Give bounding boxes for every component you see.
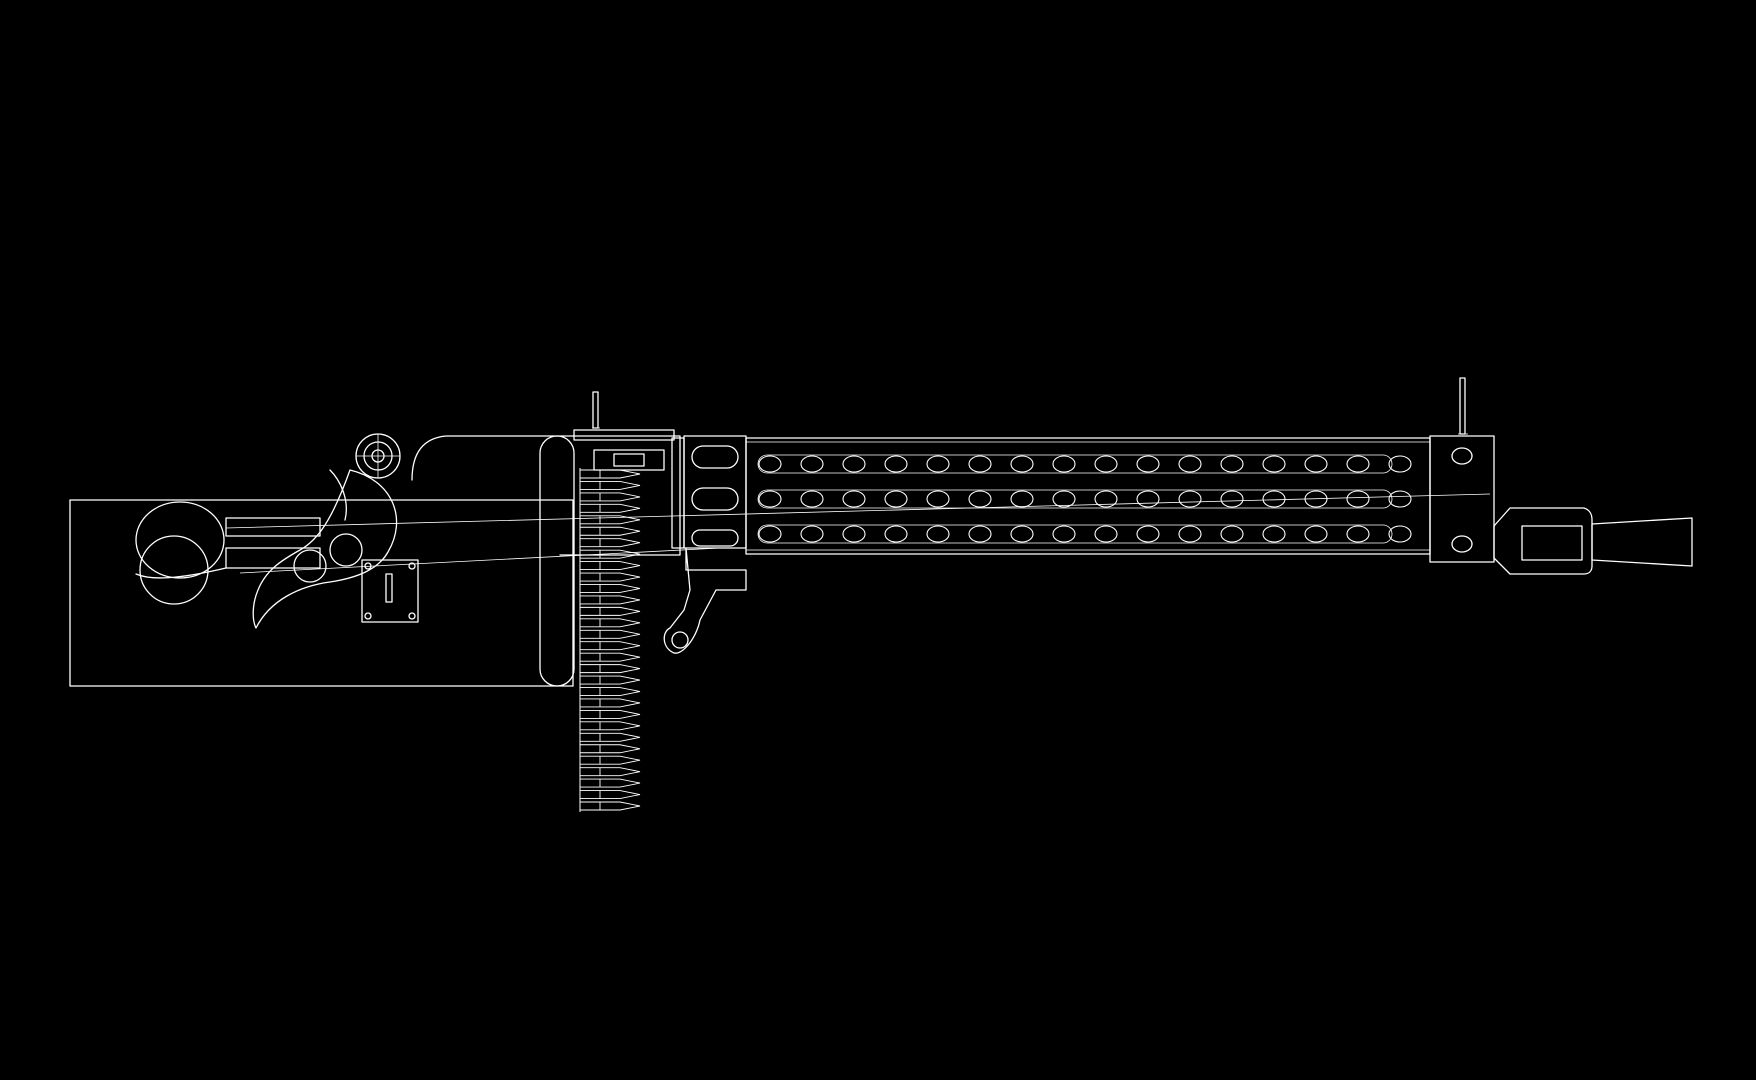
trunnion-block xyxy=(663,435,747,654)
jacket-hole xyxy=(842,525,866,543)
stock-box xyxy=(69,499,574,687)
jacket-hole xyxy=(1220,490,1244,508)
jacket-hole xyxy=(1346,525,1370,543)
jacket-hole xyxy=(800,490,824,508)
ammo-belt xyxy=(579,468,641,812)
jacket-hole xyxy=(1136,525,1160,543)
jacket-hole xyxy=(842,490,866,508)
jacket-hole-band xyxy=(757,524,1393,544)
cartridge xyxy=(579,572,641,582)
jacket-hole xyxy=(926,455,950,473)
cartridge xyxy=(579,698,641,708)
cartridge xyxy=(579,606,641,616)
jacket-hole xyxy=(1094,525,1118,543)
cartridge xyxy=(579,664,641,674)
jacket-hole xyxy=(968,490,992,508)
jacket-hole xyxy=(884,525,908,543)
jacket-hole xyxy=(884,455,908,473)
cartridge xyxy=(579,618,641,628)
cartridge xyxy=(579,767,641,777)
jacket-hole xyxy=(968,455,992,473)
jacket-hole xyxy=(1010,525,1034,543)
jacket-hole xyxy=(1136,490,1160,508)
jacket-hole xyxy=(1346,455,1370,473)
cartridge xyxy=(579,595,641,605)
cartridge xyxy=(579,709,641,719)
jacket-hole xyxy=(1304,455,1328,473)
jacket-hole xyxy=(1052,490,1076,508)
jacket-hole xyxy=(1052,525,1076,543)
jacket-hole xyxy=(1136,455,1160,473)
jacket-hole xyxy=(1094,490,1118,508)
cartridge xyxy=(579,526,641,536)
cartridge xyxy=(579,492,641,502)
cartridge xyxy=(579,755,641,765)
receiver-body xyxy=(225,435,1491,687)
cartridge xyxy=(579,732,641,742)
jacket-hole xyxy=(1262,525,1286,543)
cartridge xyxy=(579,469,641,479)
jacket-hole xyxy=(1010,490,1034,508)
jacket-hole xyxy=(1178,490,1202,508)
jacket-hole xyxy=(1388,455,1412,473)
jacket-hole xyxy=(1304,525,1328,543)
jacket-hole xyxy=(1178,455,1202,473)
cartridge xyxy=(579,629,641,639)
jacket-hole-band xyxy=(757,489,1393,509)
trigger-hook xyxy=(252,433,419,629)
cartridge xyxy=(579,538,641,548)
cartridge xyxy=(579,561,641,571)
cartridge xyxy=(579,549,641,559)
jacket-hole xyxy=(926,490,950,508)
jacket-hole xyxy=(1304,490,1328,508)
jacket-hole-band xyxy=(757,454,1393,474)
jacket-hole xyxy=(1262,490,1286,508)
jacket-hole xyxy=(926,525,950,543)
cartridge xyxy=(579,641,641,651)
muzzle-assembly xyxy=(1429,377,1693,575)
jacket-hole xyxy=(842,455,866,473)
cartridge xyxy=(579,744,641,754)
cartridge xyxy=(579,687,641,696)
cartridge xyxy=(579,801,641,811)
cartridge xyxy=(579,675,641,685)
jacket-hole xyxy=(758,490,782,508)
jacket-hole xyxy=(758,525,782,543)
jacket-hole xyxy=(1346,490,1370,508)
jacket-hole xyxy=(884,490,908,508)
jacket-holes xyxy=(757,454,1412,544)
cartridge xyxy=(579,790,641,800)
jacket-hole xyxy=(1220,455,1244,473)
cartridge xyxy=(579,778,641,788)
cartridge xyxy=(579,652,641,662)
jacket-hole xyxy=(1220,525,1244,543)
jacket-hole xyxy=(968,525,992,543)
jacket-hole xyxy=(800,525,824,543)
jacket-hole xyxy=(758,455,782,473)
jacket-hole xyxy=(1262,455,1286,473)
feed-block xyxy=(573,391,685,549)
jacket-hole xyxy=(1388,490,1412,508)
jacket-hole xyxy=(1010,455,1034,473)
jacket-hole xyxy=(1094,455,1118,473)
jacket-hole xyxy=(800,455,824,473)
jacket-hole xyxy=(1052,455,1076,473)
cartridge xyxy=(579,721,641,731)
cartridge xyxy=(579,480,641,490)
cartridge xyxy=(579,503,641,513)
jacket-hole xyxy=(1388,525,1412,543)
barrel-jacket xyxy=(745,437,1431,555)
cartridge xyxy=(579,584,641,593)
jacket-hole xyxy=(1178,525,1202,543)
